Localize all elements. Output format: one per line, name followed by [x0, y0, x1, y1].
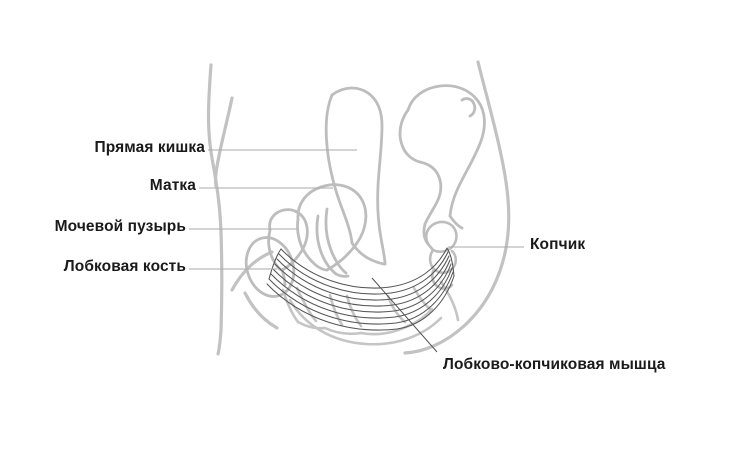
pubococcygeus-muscle: [266, 247, 455, 331]
rectum-shape: [324, 86, 387, 266]
leader-lines-group: [189, 149, 524, 270]
uterus-shape: [296, 183, 368, 278]
label-pubic-bone: Лобковая кость: [63, 258, 186, 275]
perineum-left-outline: [243, 291, 279, 330]
leader-lines-dark-group: [371, 277, 438, 353]
label-rectum: Прямая кишка: [94, 139, 205, 156]
label-pubococcygeus: Лобково-копчиковая мышца: [443, 356, 666, 373]
groin-outline: [230, 250, 274, 292]
perineal-structures: [281, 280, 460, 346]
label-uterus: Матка: [149, 177, 196, 194]
label-coccyx: Копчик: [530, 236, 586, 253]
label-bladder: Мочевой пузырь: [54, 218, 186, 235]
sacrum-shape: [398, 84, 486, 246]
abdominal-fold-outline: [214, 96, 234, 188]
buttock-outline: [403, 60, 511, 355]
leader-line-pubococcygeus: [371, 277, 438, 353]
abdominal-wall-outline: [206, 63, 224, 356]
body-outline-group: [206, 60, 511, 356]
coccyx-shape: [424, 220, 458, 290]
